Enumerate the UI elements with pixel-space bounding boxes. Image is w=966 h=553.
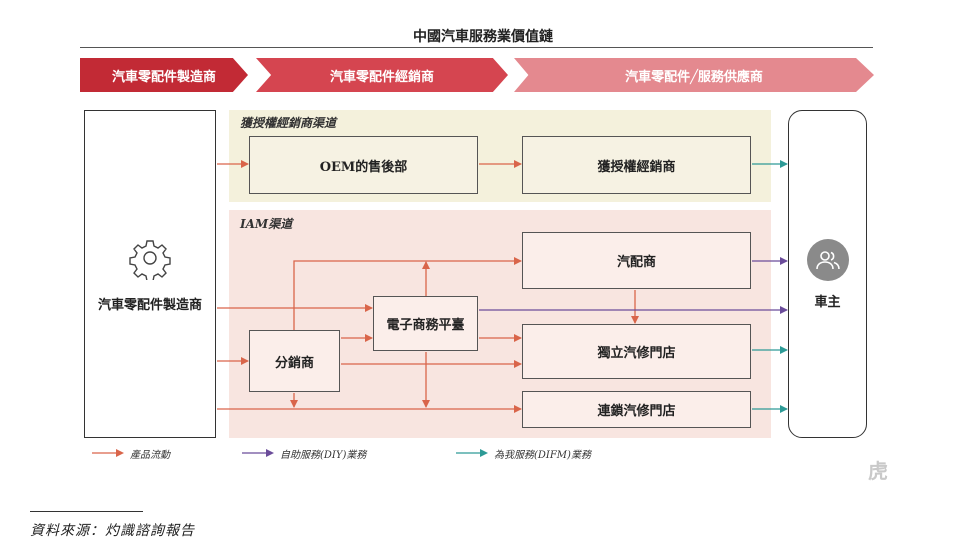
ecommerce-platform-node: 電子商務平臺 xyxy=(373,296,478,351)
distributor-node: 分銷商 xyxy=(249,330,340,392)
legend-swatch-diy xyxy=(242,449,274,457)
legend-diy: 自助服務(DIY)業務 xyxy=(242,444,366,462)
authorized-dealer-node: 獲授權經銷商 xyxy=(522,136,751,194)
authorized-channel-label: 獲授權經銷商渠道 xyxy=(240,116,337,130)
people-icon xyxy=(806,238,849,281)
stage-service-provider: 汽車零配件╱服務供應商 xyxy=(514,58,874,92)
legend-label: 自助服務(DIY)業務 xyxy=(280,449,367,461)
legend-difm: 為我服務(DIFM)業務 xyxy=(456,444,591,462)
diagram-title: 中國汽車服務業價值鏈 xyxy=(413,29,553,45)
source-note: 資料來源：灼識諮詢報告 xyxy=(30,523,195,539)
flow-distributor-to-parts-dealer xyxy=(293,257,522,330)
owner-label: 車主 xyxy=(814,294,841,310)
parts-dealer-node: 汽配商 xyxy=(522,232,751,289)
independent-repair-shop-node: 獨立汽修門店 xyxy=(522,324,751,379)
manufacturer-label: 汽車零配件製造商 xyxy=(97,297,202,313)
legend-swatch-difm xyxy=(456,449,488,457)
manufacturer-box: 汽車零配件製造商 xyxy=(84,110,216,438)
legend-label: 為我服務(DIFM)業務 xyxy=(494,449,591,461)
iam-channel-label: IAM渠道 xyxy=(240,217,293,231)
legend-swatch-product xyxy=(92,449,124,457)
watermark: 虎 xyxy=(868,459,888,483)
chain-repair-shop-node: 連鎖汽修門店 xyxy=(522,391,751,428)
oem-aftersales-node: OEM的售後部 xyxy=(249,136,478,194)
stage-distributor: 汽車零配件經銷商 xyxy=(256,58,508,92)
title-divider xyxy=(80,47,873,48)
owner-box: 車主 xyxy=(788,110,867,438)
gear-icon xyxy=(128,236,172,284)
legend-label: 產品流動 xyxy=(130,449,170,461)
source-divider xyxy=(30,511,143,512)
stage-manufacturer: 汽車零配件製造商 xyxy=(80,58,248,92)
legend-product-flow: 產品流動 xyxy=(92,444,170,462)
